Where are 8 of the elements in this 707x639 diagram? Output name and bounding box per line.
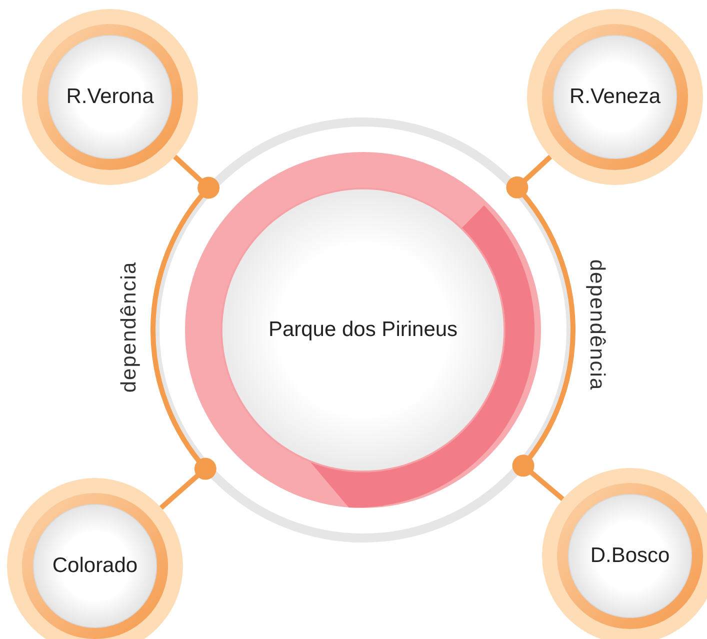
node-label: R.Verona <box>65 85 155 109</box>
node-label: R.Veneza <box>568 85 662 109</box>
node-label: Parque dos Pirineus <box>267 318 459 342</box>
node-label: Colorado <box>51 554 139 578</box>
hub-circle <box>185 152 541 508</box>
satellite-circle <box>22 9 198 185</box>
node-label: D.Bosco <box>589 544 671 568</box>
satellite-circle <box>527 9 703 185</box>
